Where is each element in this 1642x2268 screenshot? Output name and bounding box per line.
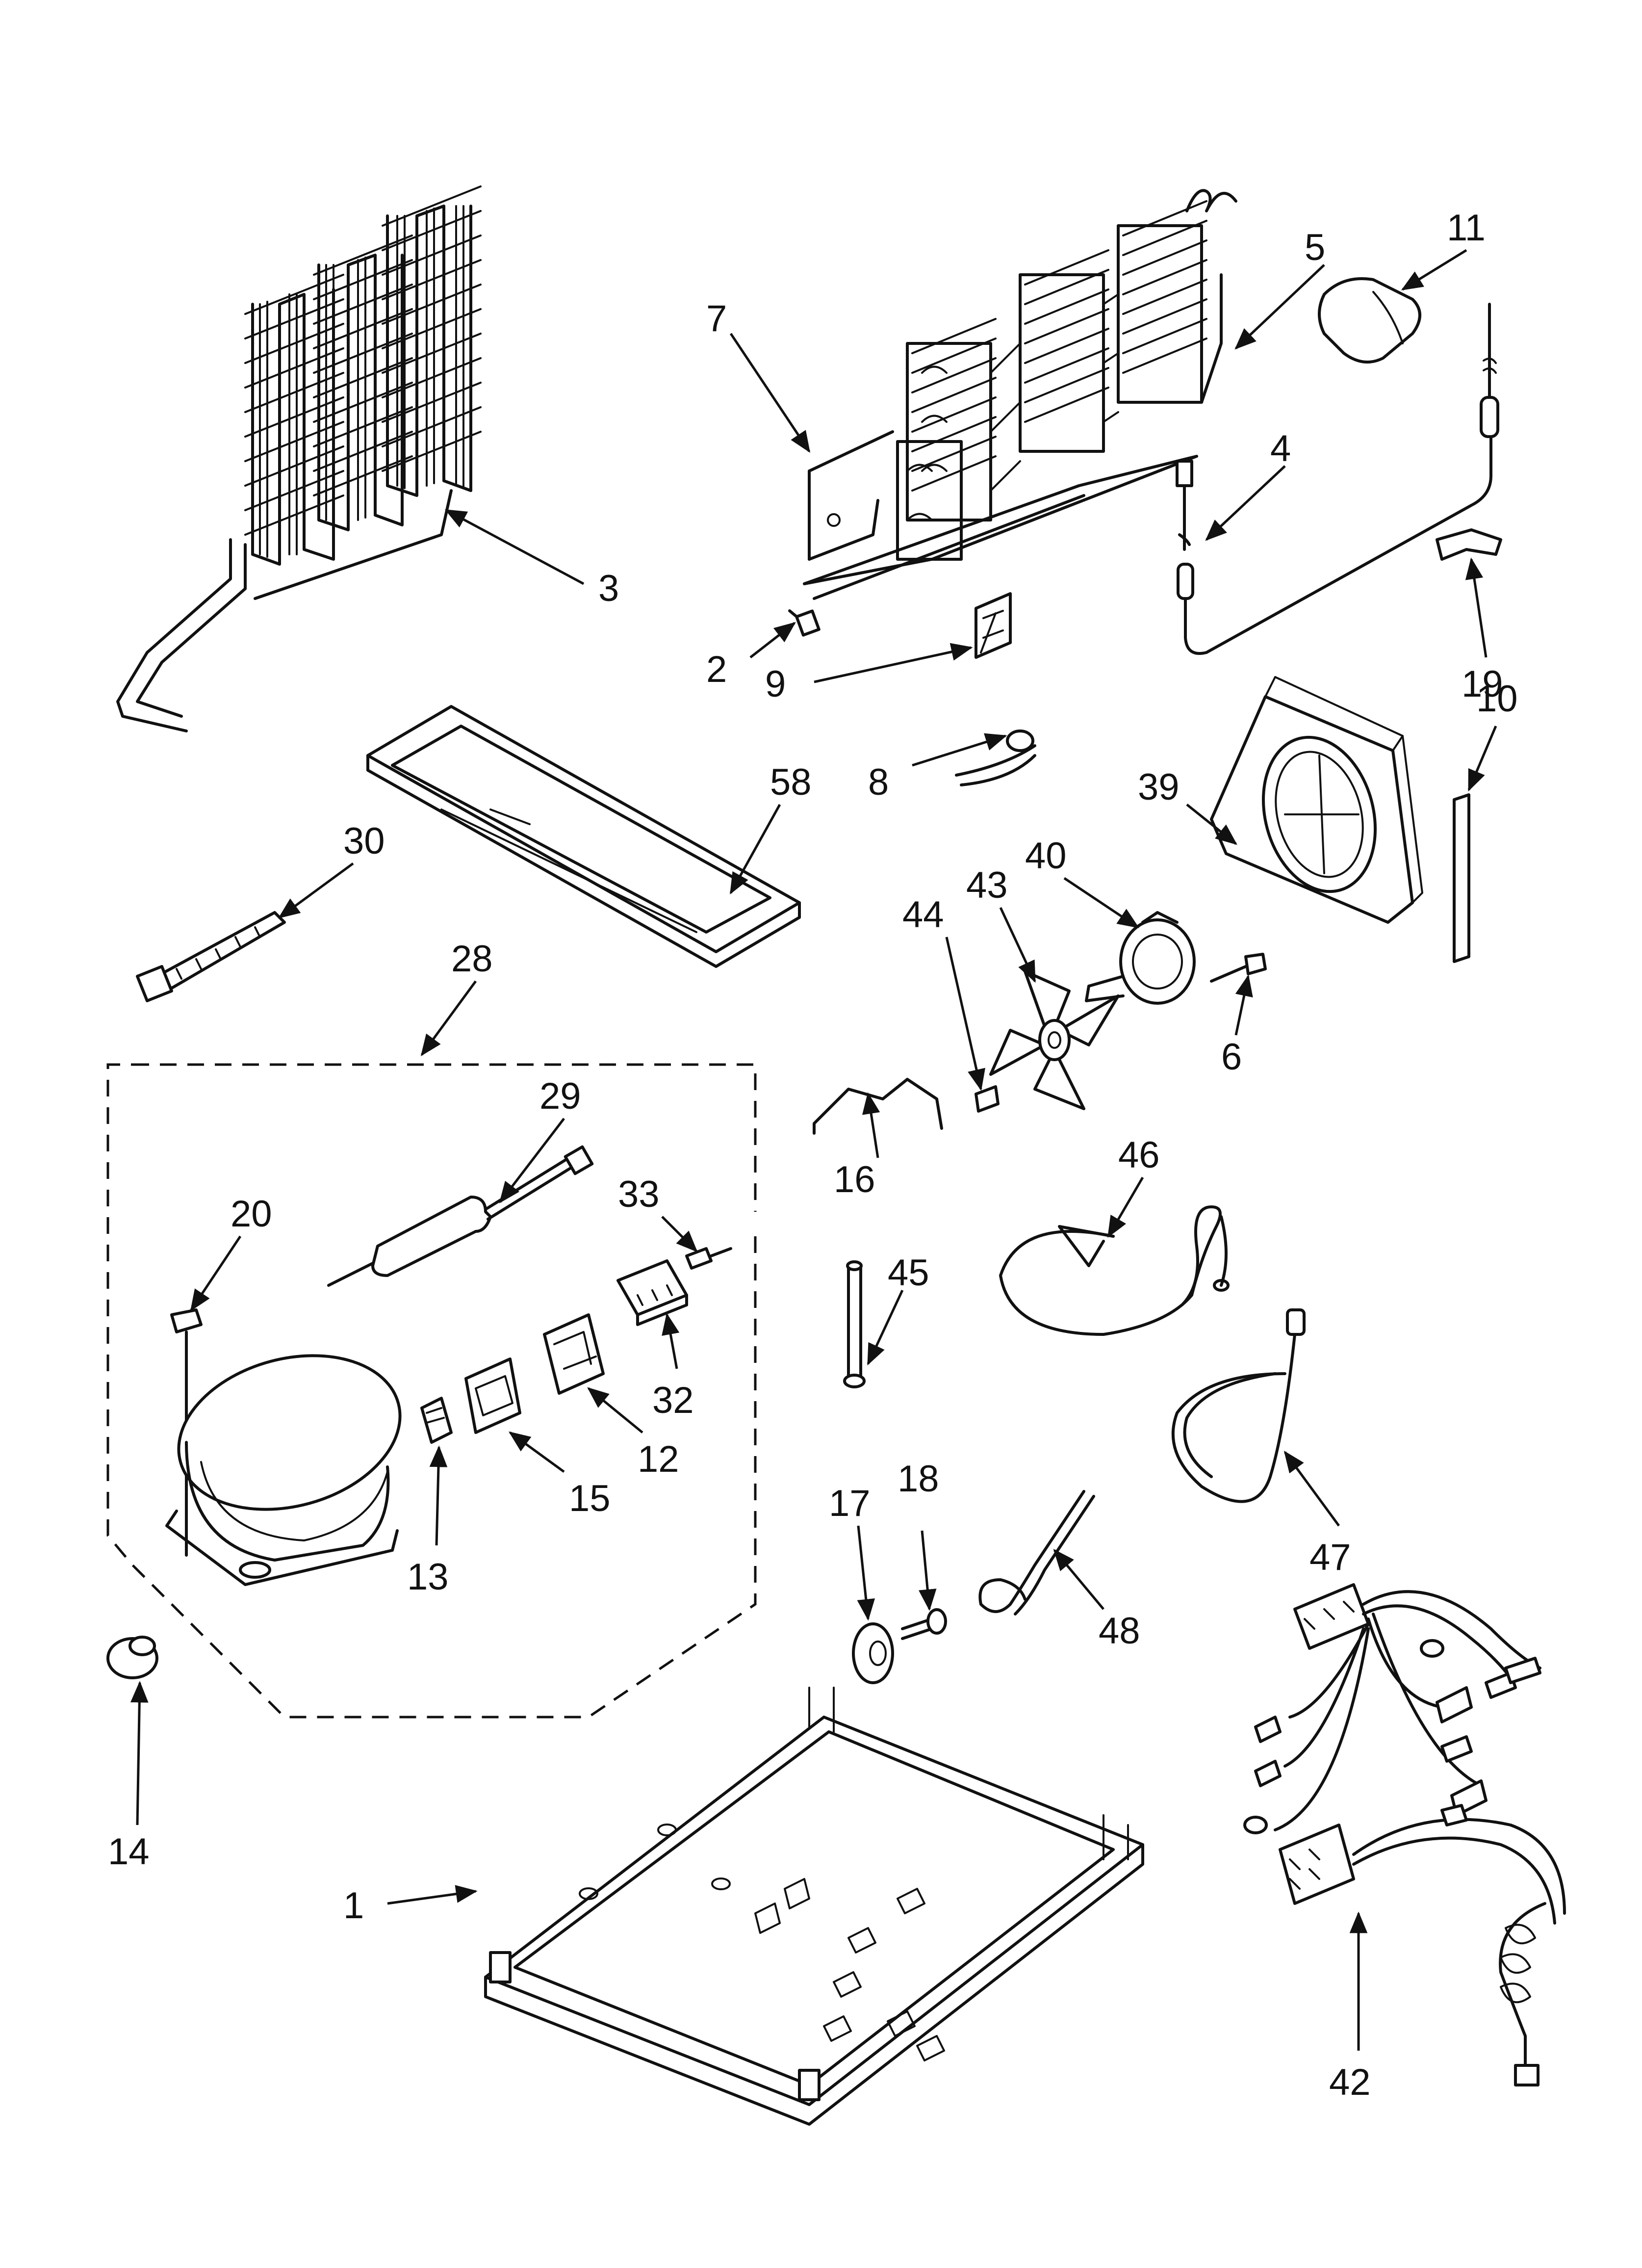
callout-7: 7 [706, 298, 727, 339]
cover-part-11 [1318, 277, 1421, 364]
callout-1: 1 [343, 1885, 364, 1927]
wire-harness-part [1243, 1583, 1566, 2086]
callout-20: 20 [231, 1193, 272, 1235]
fan-shroud-part [1210, 676, 1423, 924]
callout-47: 47 [1309, 1537, 1351, 1578]
overload-part-13 [420, 1397, 453, 1444]
strip-part-10 [1453, 793, 1470, 963]
tube-part-47 [1171, 1308, 1306, 1503]
screw-part-33 [685, 1247, 732, 1270]
callout-6: 6 [1221, 1036, 1242, 1078]
evaporator-part [803, 189, 1237, 600]
defrost-thermistor-part [1176, 303, 1499, 655]
callout-13: 13 [407, 1556, 449, 1598]
clip-part-44 [975, 1085, 1000, 1113]
spring-part-16 [813, 1078, 943, 1135]
drier-part [327, 1145, 594, 1287]
cable-tie-part [136, 911, 286, 1002]
screw-part-6 [1210, 953, 1267, 983]
callout-3: 3 [598, 568, 619, 609]
callout-58: 58 [770, 761, 812, 803]
callout-48: 48 [1099, 1610, 1140, 1652]
callout-18: 18 [898, 1458, 939, 1500]
callout-28: 28 [451, 938, 493, 980]
compressor-part [165, 1354, 402, 1586]
base-frame-part [484, 1687, 1144, 2126]
callout-11: 11 [1447, 207, 1486, 249]
callout-19: 19 [1462, 663, 1503, 705]
cover-part-32 [616, 1259, 688, 1326]
callout-2: 2 [706, 649, 727, 690]
callout-44: 44 [902, 894, 944, 936]
callout-45: 45 [888, 1252, 929, 1294]
callout-39: 39 [1138, 766, 1180, 808]
fan-motor-part [1085, 911, 1196, 1005]
condenser-coil-part [116, 185, 482, 732]
drain-hose-part [978, 1490, 1095, 1616]
screw-part-2 [788, 609, 821, 637]
callout-labels: 3 7 5 11 4 19 10 2 9 58 8 39 30 40 43 44… [108, 207, 1518, 2103]
callout-17: 17 [829, 1483, 871, 1524]
callout-5: 5 [1305, 227, 1325, 268]
callout-10: 10 [1476, 678, 1518, 720]
callout-14: 14 [108, 1831, 150, 1873]
clip-part-9 [975, 592, 1012, 659]
callout-15: 15 [569, 1478, 611, 1519]
wire-plug-part-8 [955, 730, 1036, 786]
compressor-kit-boundary [106, 1063, 757, 1719]
callout-32: 32 [652, 1380, 694, 1421]
pin-part-45 [843, 1260, 866, 1388]
callout-43: 43 [966, 864, 1008, 906]
wheel-part-17 [852, 1622, 894, 1684]
fan-blade-part [989, 970, 1120, 1110]
tube-part-46 [999, 1205, 1230, 1336]
axle-part-18 [901, 1608, 947, 1640]
callout-40: 40 [1025, 835, 1067, 877]
relay-part-15 [464, 1357, 521, 1434]
callout-16: 16 [834, 1159, 875, 1200]
callout-42: 42 [1329, 2061, 1371, 2103]
grommet-part-14 [106, 1636, 158, 1679]
callout-4: 4 [1270, 428, 1291, 469]
callout-9: 9 [765, 663, 786, 705]
start-device-part-12 [543, 1313, 605, 1395]
callout-8: 8 [868, 761, 889, 803]
callout-30: 30 [343, 820, 385, 862]
callout-46: 46 [1118, 1134, 1160, 1176]
leader-lines [130, 249, 1497, 2051]
callout-12: 12 [638, 1438, 679, 1480]
callout-29: 29 [539, 1075, 581, 1117]
callout-33: 33 [618, 1173, 660, 1215]
clip-part-19 [1436, 528, 1502, 561]
drain-tray-part [366, 705, 801, 968]
